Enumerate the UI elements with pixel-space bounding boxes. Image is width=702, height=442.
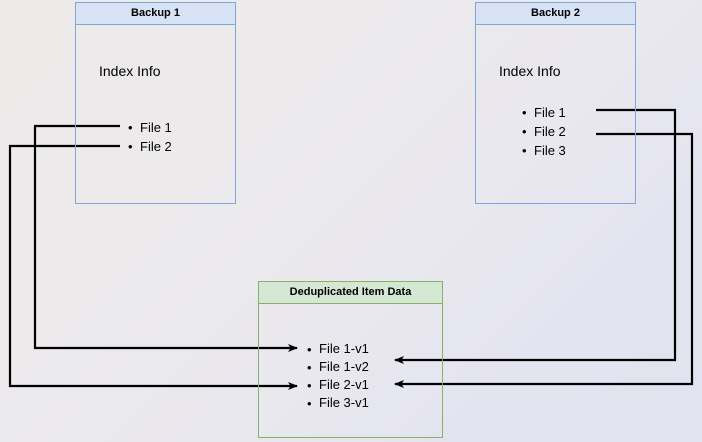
- backup-1-body: Index Info File 1 File 2: [76, 25, 235, 203]
- list-item[interactable]: File 3: [522, 141, 566, 160]
- list-item[interactable]: File 2: [128, 137, 172, 156]
- backup-2-file-list: File 1 File 2 File 3: [522, 103, 566, 160]
- backup-2-node[interactable]: Backup 2 Index Info File 1 File 2 File 3: [475, 2, 636, 204]
- list-item[interactable]: File 1-v2: [307, 358, 369, 377]
- deduplicated-item-data-node[interactable]: Deduplicated Item Data File 1-v1 File 1-…: [258, 281, 443, 438]
- list-item[interactable]: File 2: [522, 122, 566, 141]
- backup-1-node[interactable]: Backup 1 Index Info File 1 File 2: [75, 2, 236, 204]
- list-item[interactable]: File 1-v1: [307, 340, 369, 359]
- deduplicated-item-data-header: Deduplicated Item Data: [259, 282, 442, 304]
- list-item[interactable]: File 1: [128, 118, 172, 137]
- backup-1-header: Backup 1: [76, 3, 235, 25]
- deduplicated-item-data-body: File 1-v1 File 1-v2 File 2-v1 File 3-v1: [259, 304, 442, 437]
- backup-1-index-label: Index Info: [99, 63, 161, 79]
- list-item[interactable]: File 2-v1: [307, 376, 369, 395]
- list-item[interactable]: File 1: [522, 103, 566, 122]
- backup-2-index-label: Index Info: [499, 63, 561, 79]
- backup-1-file-list: File 1 File 2: [128, 118, 172, 156]
- dedup-file-list: File 1-v1 File 1-v2 File 2-v1 File 3-v1: [307, 340, 369, 413]
- backup-2-body: Index Info File 1 File 2 File 3: [476, 25, 635, 203]
- list-item[interactable]: File 3-v1: [307, 394, 369, 413]
- backup-2-header: Backup 2: [476, 3, 635, 25]
